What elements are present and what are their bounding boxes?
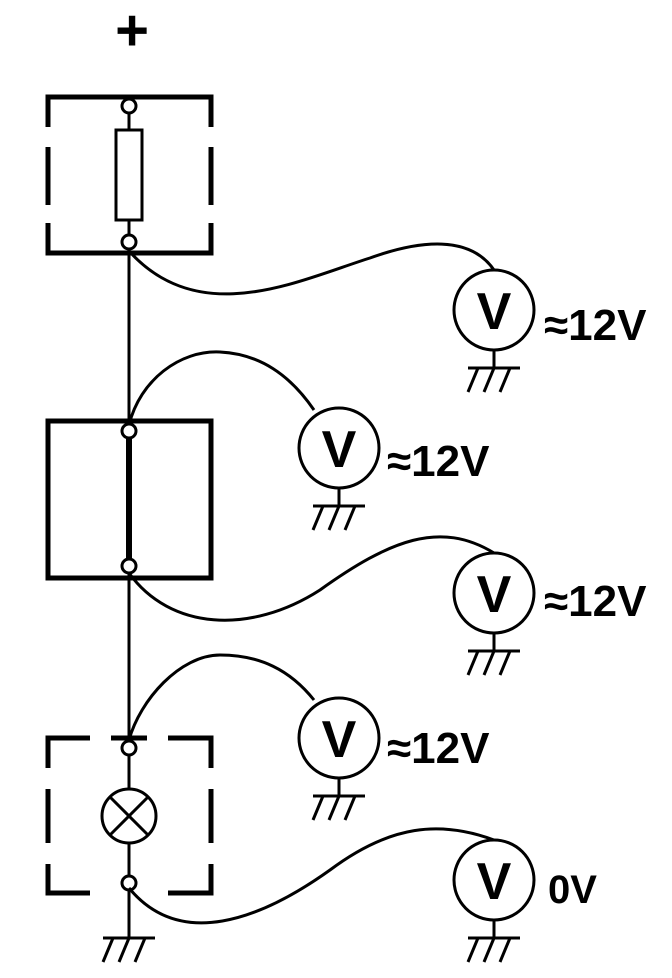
voltmeter-3: V ≈12V [452, 551, 647, 676]
positive-terminal-symbol: + [115, 0, 149, 63]
probe-lead [127, 535, 495, 622]
ground-icon [466, 633, 520, 676]
resistor-symbol [114, 128, 144, 222]
probe-leads [127, 242, 496, 925]
probe-lead [127, 350, 316, 426]
ground-icon [466, 920, 520, 963]
terminal-node [120, 557, 138, 575]
ground-icon [466, 350, 520, 393]
voltmeter-reading: 0V [548, 868, 597, 912]
ground-icon [311, 778, 365, 821]
voltmeter-reading: ≈12V [387, 437, 490, 486]
terminal-node [120, 874, 138, 892]
voltmeter-symbol: V [477, 283, 512, 341]
voltmeter-symbol: V [477, 853, 512, 911]
probe-lead [127, 242, 496, 296]
resistor-component [45, 94, 214, 256]
probe-lead [127, 653, 316, 741]
voltmeter-2: V ≈12V [297, 406, 490, 531]
voltmeter-4: V ≈12V [297, 696, 490, 821]
terminal-node [120, 422, 138, 440]
voltmeter-reading: ≈12V [544, 301, 647, 350]
voltmeter-reading: ≈12V [544, 577, 647, 626]
voltmeter-symbol: V [477, 566, 512, 624]
terminal-node [120, 739, 138, 757]
lamp-component [45, 735, 214, 896]
probe-lead [127, 827, 495, 925]
voltmeter-symbol: V [322, 421, 357, 479]
terminal-node [120, 97, 138, 115]
voltmeter-reading: ≈12V [387, 724, 490, 773]
ground-icon [311, 488, 365, 531]
voltmeter-1: V ≈12V [452, 268, 647, 393]
voltmeter-5: V 0V [452, 838, 597, 963]
voltmeter-symbol: V [322, 711, 357, 769]
conductor-component [45, 418, 214, 581]
ground-icon [101, 890, 155, 963]
terminal-node [120, 233, 138, 251]
lamp-icon [100, 787, 158, 845]
